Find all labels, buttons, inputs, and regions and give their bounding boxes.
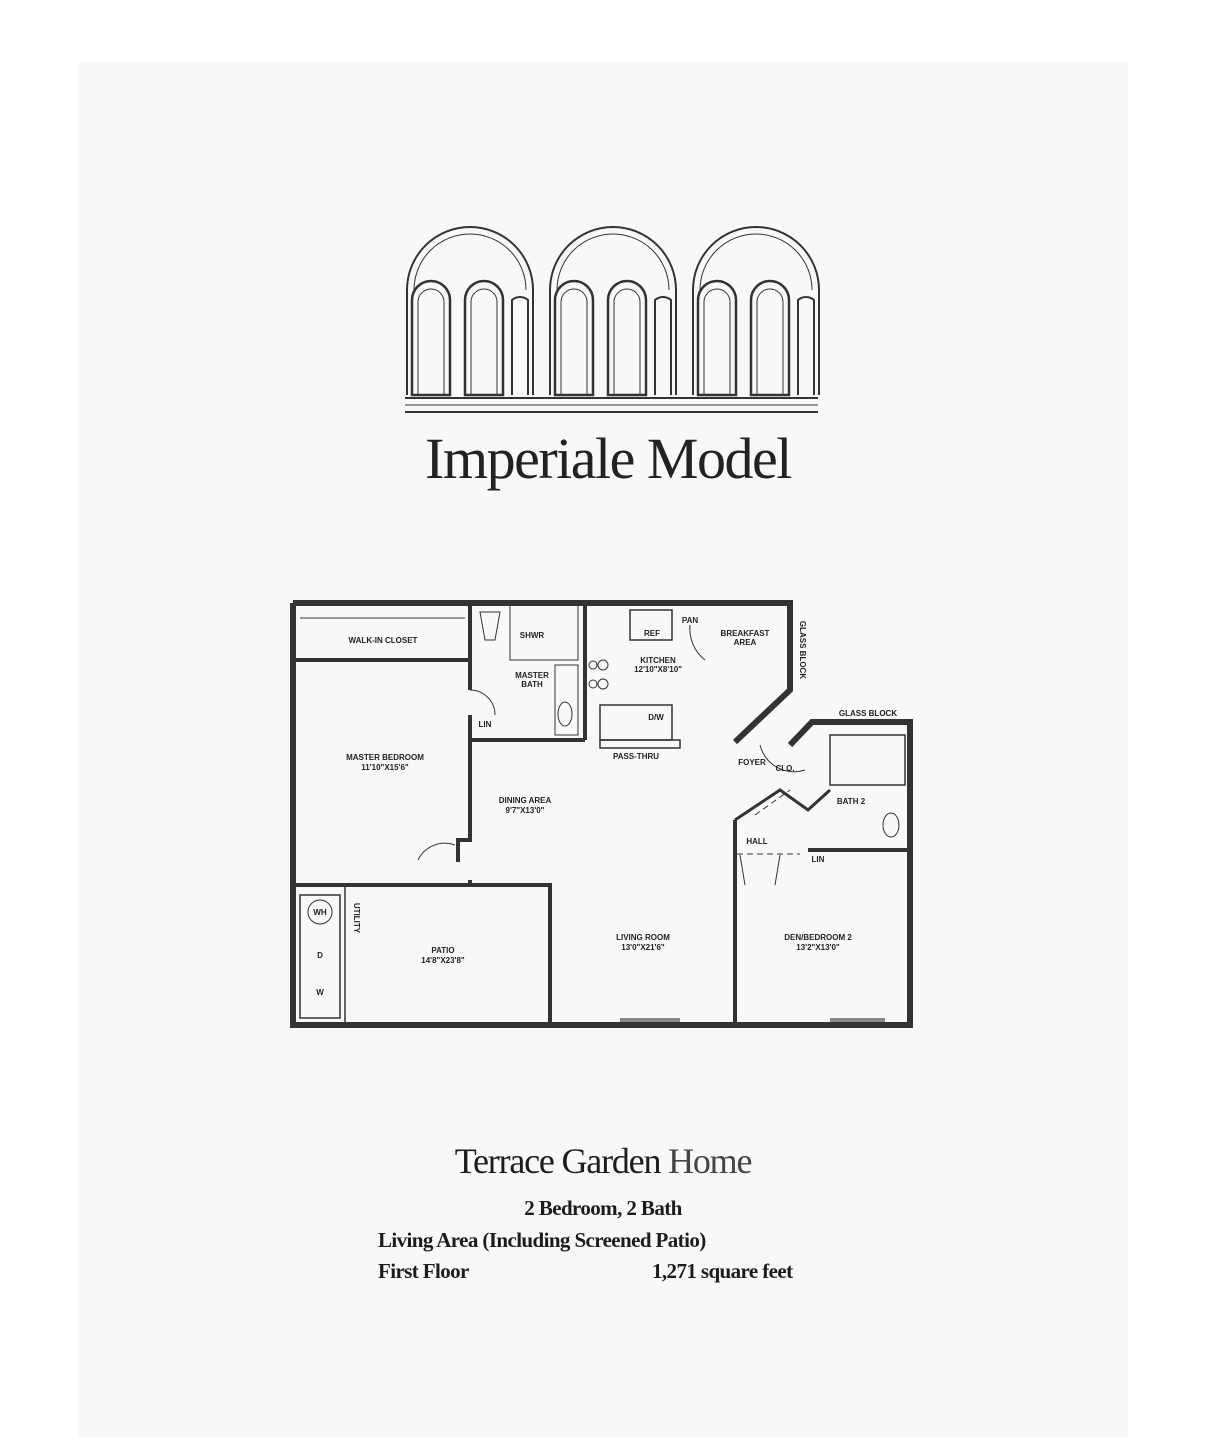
living-area-label: Living Area (Including Screened Patio) xyxy=(378,1228,706,1252)
label-breakfast: BREAKFAST xyxy=(721,629,770,638)
label-utility: UTILITY xyxy=(352,903,361,934)
label-kitchen-dim: 12'10"X8'10" xyxy=(634,665,682,674)
label-den-dim: 13'2"X13'0" xyxy=(796,943,840,952)
label-closet: CLO. xyxy=(775,764,794,773)
label-dishwasher: D/W xyxy=(648,713,664,722)
label-glass-block-2: GLASS BLOCK xyxy=(839,709,897,718)
label-dining-area-dim: 9'7"X13'0" xyxy=(506,806,545,815)
label-master-bath-2: BATH xyxy=(521,680,543,689)
label-living-room: LIVING ROOM xyxy=(616,933,670,942)
beds-baths: 2 Bedroom, 2 Bath xyxy=(524,1196,682,1220)
label-hall: HALL xyxy=(746,837,767,846)
floor-plan xyxy=(290,600,913,1028)
label-dryer: D xyxy=(317,951,323,960)
home-type-suffix: Home xyxy=(668,1141,752,1181)
label-patio-dim: 14'8"X23'8" xyxy=(421,956,465,965)
scanned-page xyxy=(78,62,1128,1437)
label-shower: SHWR xyxy=(520,631,545,640)
label-linen-2: LIN xyxy=(812,855,825,864)
label-glass-block-1: GLASS BLOCK xyxy=(798,621,807,679)
label-dining-area: DINING AREA xyxy=(499,796,552,805)
label-washer: W xyxy=(316,988,324,997)
arch-group xyxy=(406,226,534,397)
label-linen-1: LIN xyxy=(479,720,492,729)
label-pan: PAN xyxy=(682,616,699,625)
label-den: DEN/BEDROOM 2 xyxy=(784,933,852,942)
floor-label: First Floor xyxy=(378,1259,469,1283)
label-kitchen: KITCHEN xyxy=(640,656,676,665)
label-bath-2: BATH 2 xyxy=(837,797,866,806)
label-foyer: FOYER xyxy=(738,758,766,767)
page-title: Imperiale Model xyxy=(425,426,792,491)
label-master-bedroom: MASTER BEDROOM xyxy=(346,753,424,762)
label-living-room-dim: 13'0"X21'6" xyxy=(621,943,665,952)
label-ref: REF xyxy=(644,629,660,638)
label-water-heater: WH xyxy=(313,908,327,917)
label-master-bath: MASTER xyxy=(515,671,549,680)
home-type: Terrace Garden Home xyxy=(0,1140,1206,1182)
label-pass-thru: PASS-THRU xyxy=(613,752,659,761)
label-walk-in-closet: WALK-IN CLOSET xyxy=(349,636,418,645)
label-patio: PATIO xyxy=(431,946,454,955)
label-breakfast-2: AREA xyxy=(734,638,757,647)
room-labels: WALK-IN CLOSET SHWR MASTER BATH LIN MAST… xyxy=(313,616,897,997)
label-master-bedroom-dim: 11'10"X15'6" xyxy=(361,763,409,772)
home-type-main: Terrace Garden xyxy=(454,1141,662,1181)
arched-windows-logo xyxy=(405,225,821,413)
square-feet: 1,271 square feet xyxy=(652,1259,793,1283)
